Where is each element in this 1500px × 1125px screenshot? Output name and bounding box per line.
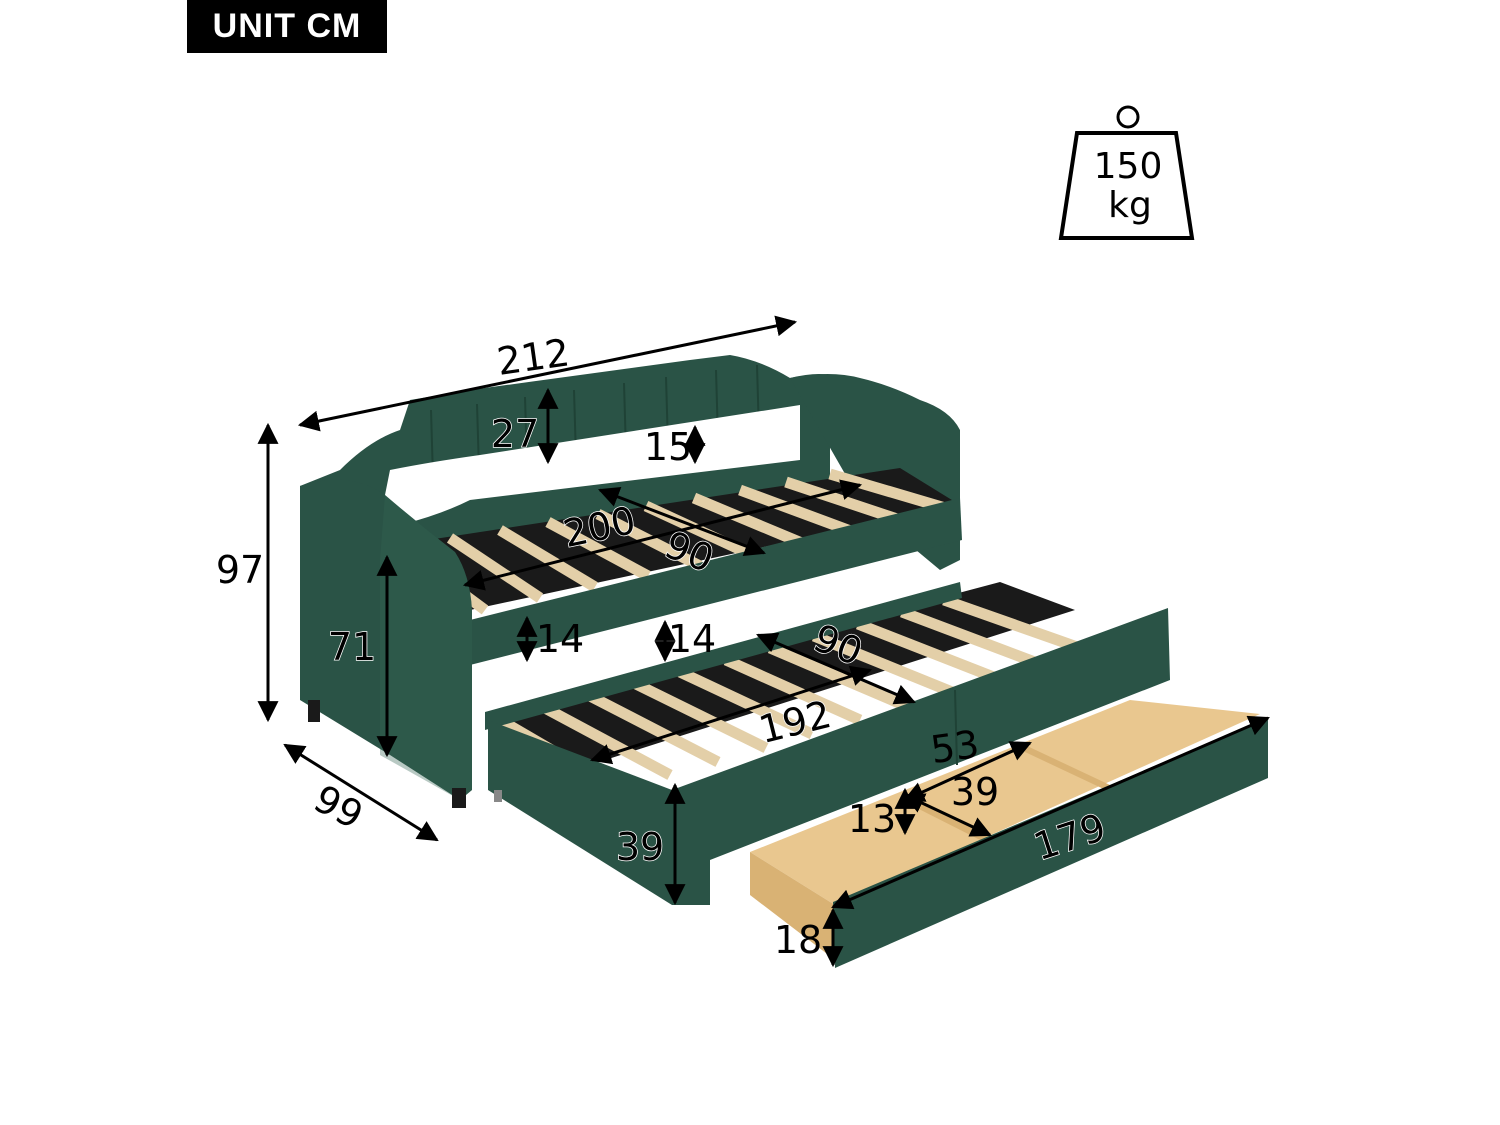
foot [452,788,466,808]
weight-icon: 150 kg [1058,105,1195,240]
dim-overall-length: 212 [494,330,572,384]
dim-drawer-height: 18 [774,918,822,962]
dimension-lines [257,315,1270,968]
unit-label: UNIT CM [212,7,362,45]
weight-value: 150 [1094,146,1163,187]
weight-unit: kg [1108,185,1152,226]
dim-backrest-to-frame: 15 [644,425,692,469]
dim-overall-depth: 99 [307,776,370,838]
dim-overall-height: 97 [216,548,264,592]
dim-trundle-rail-height: 14 [668,617,716,661]
dim-armrest-height: 71 [328,625,376,669]
unit-badge: UNIT CM [187,0,387,53]
dim-backrest-height: 27 [491,412,539,456]
dim-drawer-compartment-width: 53 [928,722,982,772]
dim-trundle-height: 39 [616,825,664,869]
dim-main-rail-height: 14 [536,617,584,661]
dim-drawer-inner-height: 13 [848,797,896,841]
dim-drawer-depth: 39 [951,770,999,814]
dim-trundle-mattress-length: 192 [754,692,835,752]
foot [308,700,320,722]
